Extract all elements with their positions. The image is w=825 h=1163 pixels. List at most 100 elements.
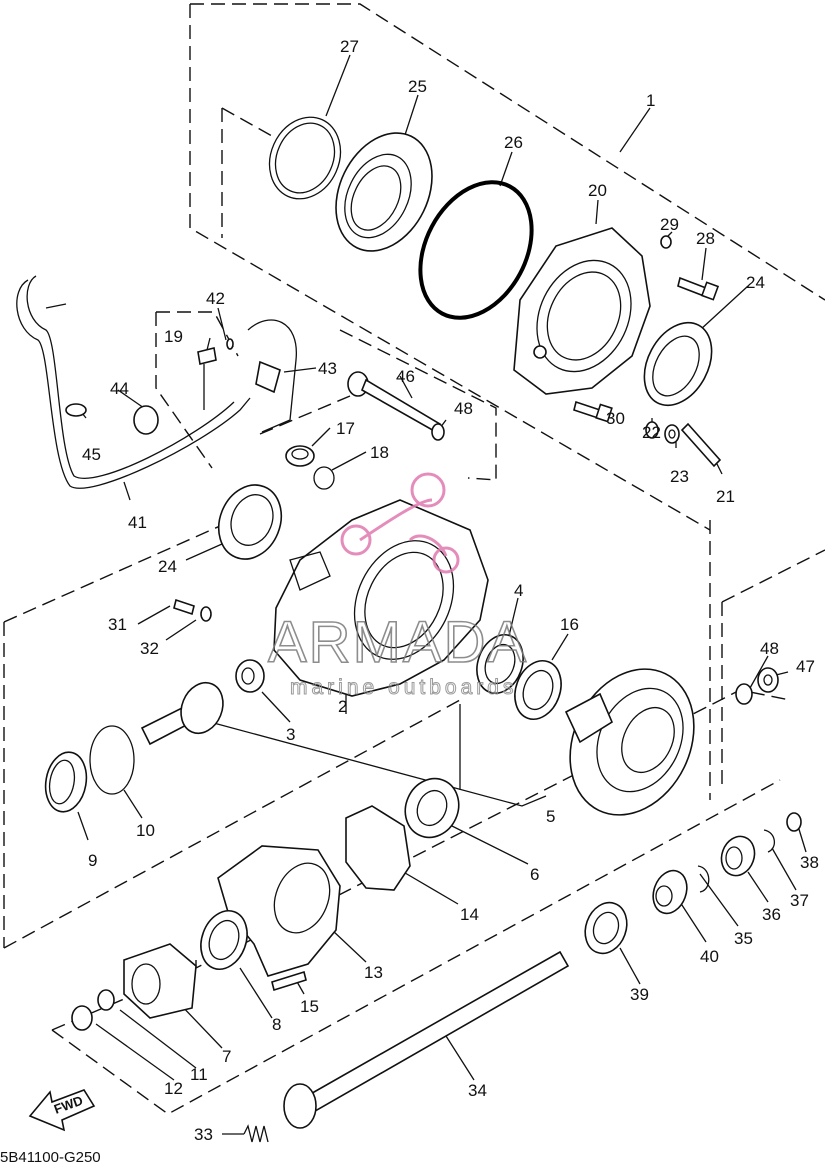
bearing-housing-20 — [513, 227, 651, 395]
callout-39: 39 — [630, 985, 649, 1004]
callout-4: 4 — [514, 581, 523, 600]
callout-16: 16 — [560, 615, 579, 634]
watermark-tagline: marine outboards — [290, 676, 517, 699]
diagram-part-code: 5B41100-G250 — [0, 1149, 101, 1163]
callout-24-left: 24 — [158, 557, 177, 576]
callout-41: 41 — [128, 513, 147, 532]
callout-23: 23 — [670, 467, 689, 486]
callout-2: 2 — [338, 697, 347, 716]
plug-17 — [285, 445, 315, 467]
callout-14: 14 — [460, 905, 479, 924]
washer-29 — [660, 235, 672, 249]
nut-12 — [71, 1005, 93, 1031]
o-ring-18 — [313, 466, 335, 490]
callout-48-top: 48 — [454, 399, 473, 418]
callout-22: 22 — [642, 423, 661, 442]
gasket-14 — [345, 805, 411, 891]
oil-seal-24-right — [643, 321, 713, 407]
callout-27: 27 — [340, 37, 359, 56]
drive-shaft-34 — [283, 950, 570, 1129]
callout-5: 5 — [546, 807, 555, 826]
nut-23 — [664, 424, 680, 444]
callout-45: 45 — [82, 445, 101, 464]
callout-15: 15 — [300, 997, 319, 1016]
clip-45 — [65, 403, 87, 417]
nut-47 — [757, 667, 779, 693]
callout-21: 21 — [716, 487, 735, 506]
callout-32: 32 — [140, 639, 159, 658]
needle-bearing-4 — [476, 634, 524, 694]
oil-seal-8 — [200, 910, 248, 970]
callout-33: 33 — [194, 1125, 213, 1144]
spring-33 — [243, 1124, 269, 1143]
armada-watermark: ARMADA marine outboards — [267, 472, 528, 700]
pinion-gear — [140, 681, 224, 746]
callout-20: 20 — [588, 181, 607, 200]
callout-9: 9 — [88, 851, 97, 870]
coupling-9 — [44, 751, 88, 813]
callout-17: 17 — [336, 419, 355, 438]
ball-bearing-6 — [404, 777, 460, 839]
washer-32 — [200, 606, 212, 622]
o-ring-27 — [268, 116, 342, 200]
callout-1: 1 — [646, 91, 655, 110]
bolt-31 — [173, 598, 195, 616]
callout-13: 13 — [364, 963, 383, 982]
callout-labels: 1 2 3 4 5 6 7 8 9 10 11 12 13 14 15 16 1… — [82, 37, 819, 1144]
callout-11: 11 — [190, 1065, 208, 1084]
assembly-outline-hose-bracket — [155, 311, 497, 481]
callout-30: 30 — [606, 409, 625, 428]
callout-3: 3 — [286, 725, 295, 744]
flange-7 — [123, 943, 197, 1019]
assembly-outline-middle — [3, 501, 825, 949]
callout-38: 38 — [800, 853, 819, 872]
circlip-37 — [763, 829, 775, 853]
washer-11 — [97, 989, 115, 1011]
callout-43: 43 — [318, 359, 337, 378]
callout-29: 29 — [660, 215, 679, 234]
breather-hose-41 — [16, 275, 251, 489]
gear-case-2 — [273, 499, 489, 697]
hose-fitting-19 — [197, 347, 217, 410]
washer-48-right — [735, 683, 753, 705]
callout-6: 6 — [530, 865, 539, 884]
callout-40: 40 — [700, 947, 719, 966]
clamp-44 — [133, 405, 159, 435]
callout-19: 19 — [164, 327, 183, 346]
callout-46: 46 — [396, 367, 415, 386]
callout-42: 42 — [206, 289, 225, 308]
callout-10: 10 — [136, 821, 155, 840]
watermark-brand: ARMADA — [268, 610, 528, 675]
callout-37: 37 — [790, 891, 809, 910]
bushing-40 — [652, 869, 688, 915]
long-bolt-46 — [347, 371, 442, 434]
callout-24-right: 24 — [746, 273, 765, 292]
callout-7: 7 — [222, 1047, 231, 1066]
assembly-outline-top — [189, 3, 825, 531]
callout-25: 25 — [408, 77, 427, 96]
washer-48-top — [431, 423, 445, 441]
clip-42 — [226, 338, 234, 350]
callout-47: 47 — [796, 657, 815, 676]
callout-44: 44 — [110, 379, 129, 398]
callout-8: 8 — [272, 1015, 281, 1034]
leader-lines — [77, 54, 807, 1135]
callout-12: 12 — [164, 1079, 183, 1098]
callout-18: 18 — [370, 443, 389, 462]
callout-28: 28 — [696, 229, 715, 248]
callout-35: 35 — [734, 929, 753, 948]
callout-36: 36 — [762, 905, 781, 924]
callout-26: 26 — [504, 133, 523, 152]
washer-22 — [645, 421, 659, 439]
callout-34: 34 — [468, 1081, 487, 1100]
needle-bearing-36 — [720, 835, 756, 877]
stud-21 — [680, 422, 722, 468]
bolt-15 — [271, 970, 307, 992]
o-ring-26 — [418, 180, 534, 320]
bolt-28 — [677, 276, 720, 301]
o-ring-10 — [89, 725, 135, 795]
forward-arrow-icon: FWD — [28, 1089, 96, 1132]
ring-gear-5 — [564, 668, 695, 816]
bushing-3 — [235, 659, 265, 693]
